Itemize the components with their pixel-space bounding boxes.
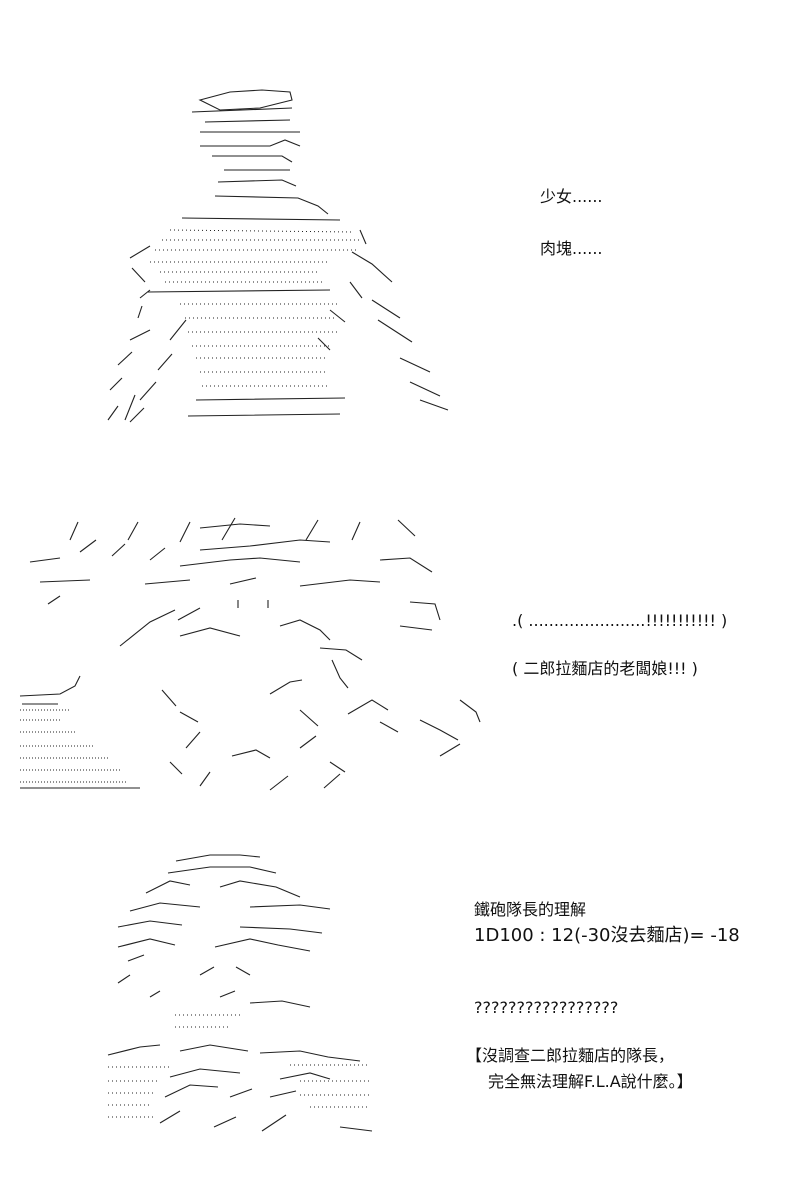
ascii-art-shocked-face [19, 517, 481, 791]
ascii-art-girl-figure [107, 89, 449, 423]
narration-line-1: 【沒調查二郎拉麵店的隊長， [466, 1046, 675, 1065]
panel-3: 鐵砲隊長的理解 1D100 : 12(-30沒去麵店)= -18 ???????… [0, 835, 800, 1135]
question-marks: ????????????????? [474, 998, 619, 1017]
dice-roll-result: 1D100 : 12(-30沒去麵店)= -18 [474, 925, 740, 946]
dialogue-line-shock: .( .......................!!!!!!!!!!! ) [512, 611, 728, 630]
narration-line-2: 完全無法理解F.L.A說什麼。】 [488, 1072, 693, 1091]
dialogue-line-meat: 肉塊...... [540, 239, 603, 258]
captain-understanding-title: 鐵砲隊長的理解 [474, 900, 587, 919]
panel-1: 少女...... 肉塊...... [0, 0, 800, 460]
ascii-art-captain-figure [107, 854, 373, 1132]
dialogue-line-girl: 少女...... [540, 187, 603, 206]
panel-2: .( .......................!!!!!!!!!!! ) … [0, 500, 800, 800]
dialogue-line-owner-lady: ( 二郎拉麵店的老闆娘!!! ) [512, 659, 698, 678]
